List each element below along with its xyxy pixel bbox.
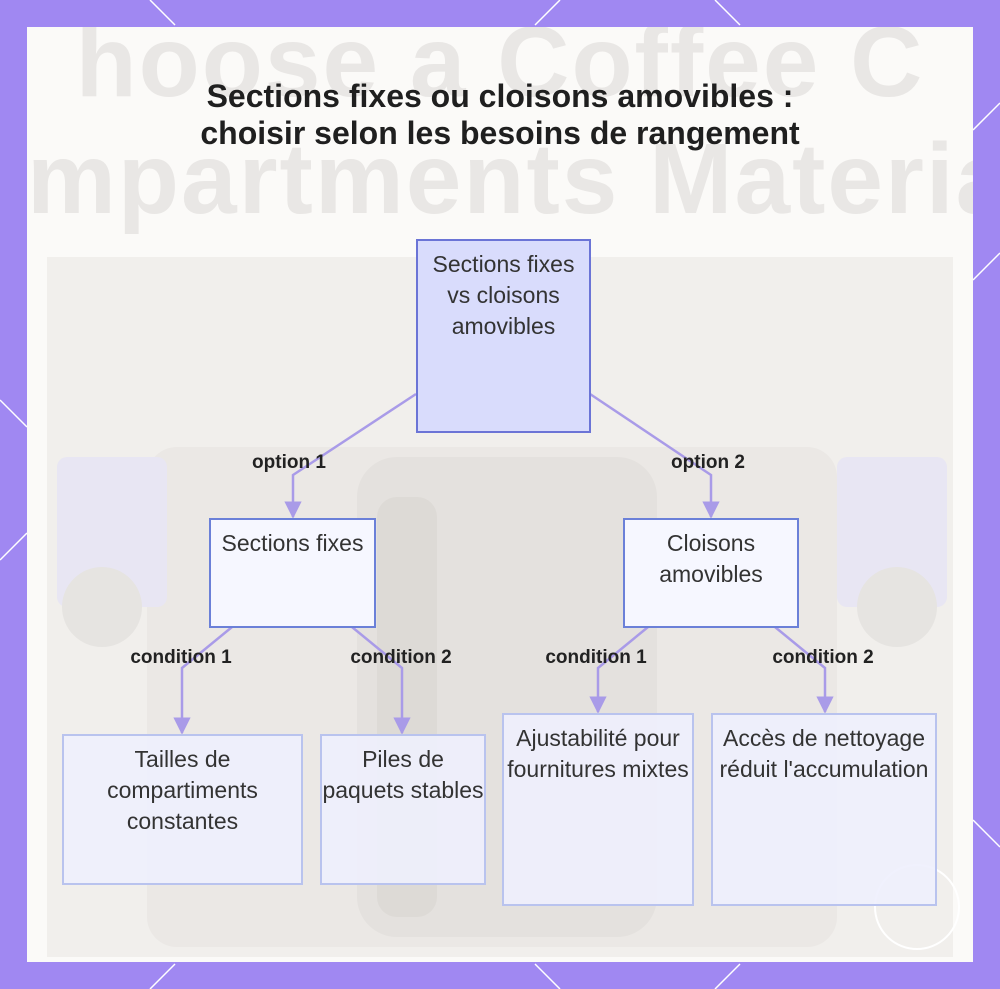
edge-removable-c2	[775, 627, 825, 712]
edge-fixed-c2	[352, 627, 402, 733]
diagram-title: Sections fixes ou cloisons amovibles : c…	[170, 78, 830, 152]
edge-label-fixed-condition-1: condition 1	[130, 647, 231, 669]
node-cloisons-amovibles-label: Cloisons amovibles	[625, 528, 797, 590]
node-piles-paquets-label: Piles de paquets stables	[322, 744, 484, 806]
node-root-label: Sections fixes vs cloisons amovibles	[418, 249, 589, 342]
node-acces-nettoyage-label: Accès de nettoyage réduit l'accumulation	[713, 723, 935, 785]
node-tailles-compartiments: Tailles de compartiments constantes	[62, 734, 303, 885]
node-tailles-compartiments-label: Tailles de compartiments constantes	[64, 744, 301, 837]
edge-removable-c1	[598, 627, 648, 712]
node-sections-fixes: Sections fixes	[209, 518, 376, 628]
node-sections-fixes-label: Sections fixes	[222, 528, 364, 559]
node-piles-paquets: Piles de paquets stables	[320, 734, 486, 885]
node-acces-nettoyage: Accès de nettoyage réduit l'accumulation	[711, 713, 937, 906]
node-ajustabilite-label: Ajustabilité pour fournitures mixtes	[504, 723, 692, 785]
edge-label-option-2: option 2	[671, 452, 745, 474]
edge-label-option-1: option 1	[252, 452, 326, 474]
edge-fixed-c1	[182, 627, 232, 733]
edge-label-removable-condition-2: condition 2	[772, 647, 873, 669]
edge-label-fixed-condition-2: condition 2	[350, 647, 451, 669]
node-root: Sections fixes vs cloisons amovibles	[416, 239, 591, 433]
edge-label-removable-condition-1: condition 1	[545, 647, 646, 669]
node-cloisons-amovibles: Cloisons amovibles	[623, 518, 799, 628]
node-ajustabilite: Ajustabilité pour fournitures mixtes	[502, 713, 694, 906]
